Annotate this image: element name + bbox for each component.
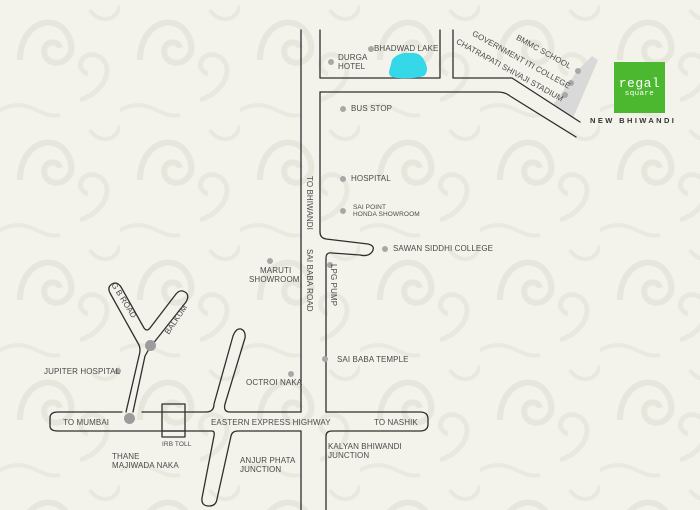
marker-lpg-pump[interactable] <box>327 262 333 268</box>
label-anjur-1: ANJUR PHATA <box>240 456 296 465</box>
regal-square-logo[interactable]: regal square <box>614 62 665 113</box>
label-sawan-siddhi: SAWAN SIDDHI COLLEGE <box>393 244 494 253</box>
label-kalyan-2: JUNCTION <box>328 451 370 460</box>
label-to-bhiwandi: TO BHIWANDI <box>305 176 314 230</box>
label-thane-2: MAJIWADA NAKA <box>112 461 179 470</box>
bhadwad-lake <box>389 52 427 79</box>
marker-hospital[interactable] <box>340 176 346 182</box>
highway-upper-middle <box>141 328 302 413</box>
label-sai-point-1: SAI POINT <box>353 204 387 211</box>
highway-lower-right <box>325 411 429 510</box>
marker-durga-hotel[interactable] <box>328 59 334 65</box>
label-irb-toll: IRB TOLL <box>162 441 192 448</box>
label-hospital: HOSPITAL <box>351 174 391 183</box>
label-bhadwad-lake: BHADWAD LAKE <box>374 44 439 53</box>
marker-sai-point[interactable] <box>340 208 346 214</box>
label-lpg-pump: LPG PUMP <box>329 264 338 307</box>
label-sai-point-2: HONDA SHOWROOM <box>353 211 420 218</box>
marker-sawan-siddhi[interactable] <box>382 246 388 252</box>
marker-bmmc-school[interactable] <box>575 68 581 74</box>
label-to-nashik: TO NASHIK <box>374 418 418 427</box>
marker-maruti[interactable] <box>267 258 273 264</box>
label-maruti-1: MARUTI <box>260 266 292 275</box>
road-network <box>49 29 581 510</box>
label-sai-baba-road: SAI BABA ROAD <box>305 249 314 312</box>
marker-bus-stop[interactable] <box>340 106 346 112</box>
label-anjur-2: JUNCTION <box>240 465 282 474</box>
label-thane-1: THANE <box>112 452 140 461</box>
marker-octroi-naka[interactable] <box>288 371 294 377</box>
label-eastern-express-highway: EASTERN EXPRESS HIGHWAY <box>211 418 331 427</box>
marker-govt-iti-college[interactable] <box>568 80 574 86</box>
label-sai-baba-temple: SAI BABA TEMPLE <box>337 355 409 364</box>
logo-line-1: regal <box>618 75 661 91</box>
highway-lower-left <box>49 411 302 510</box>
label-kalyan-1: KALYAN BHIWANDI <box>328 442 402 451</box>
marker-sai-baba-temple[interactable] <box>322 356 328 362</box>
brand-tagline: NEW BHIWANDI <box>590 116 677 125</box>
marker-thane-majiwada[interactable] <box>124 413 135 424</box>
label-bus-stop: BUS STOP <box>351 104 393 113</box>
road-gb-balkum <box>108 282 189 413</box>
block-durga-hotel <box>319 29 441 79</box>
label-jupiter-hospital: JUPITER HOSPITAL <box>44 367 121 376</box>
site-highlight-band <box>553 56 598 118</box>
marker-bhadwad-lake[interactable] <box>368 46 374 52</box>
marker-stadium[interactable] <box>562 92 568 98</box>
label-to-mumbai: TO MUMBAI <box>63 418 110 427</box>
label-maruti-2: SHOWROOM <box>249 275 300 284</box>
label-octroi-naka: OCTROI NAKA <box>246 378 303 387</box>
label-durga-hotel-2: HOTEL <box>338 62 366 71</box>
marker-balkum-junction[interactable] <box>145 340 156 351</box>
marker-jupiter-hospital[interactable] <box>115 368 121 374</box>
logo-line-2: square <box>624 89 655 98</box>
irb-toll-booth <box>161 430 186 438</box>
label-durga-hotel-1: DURGA <box>338 53 368 62</box>
